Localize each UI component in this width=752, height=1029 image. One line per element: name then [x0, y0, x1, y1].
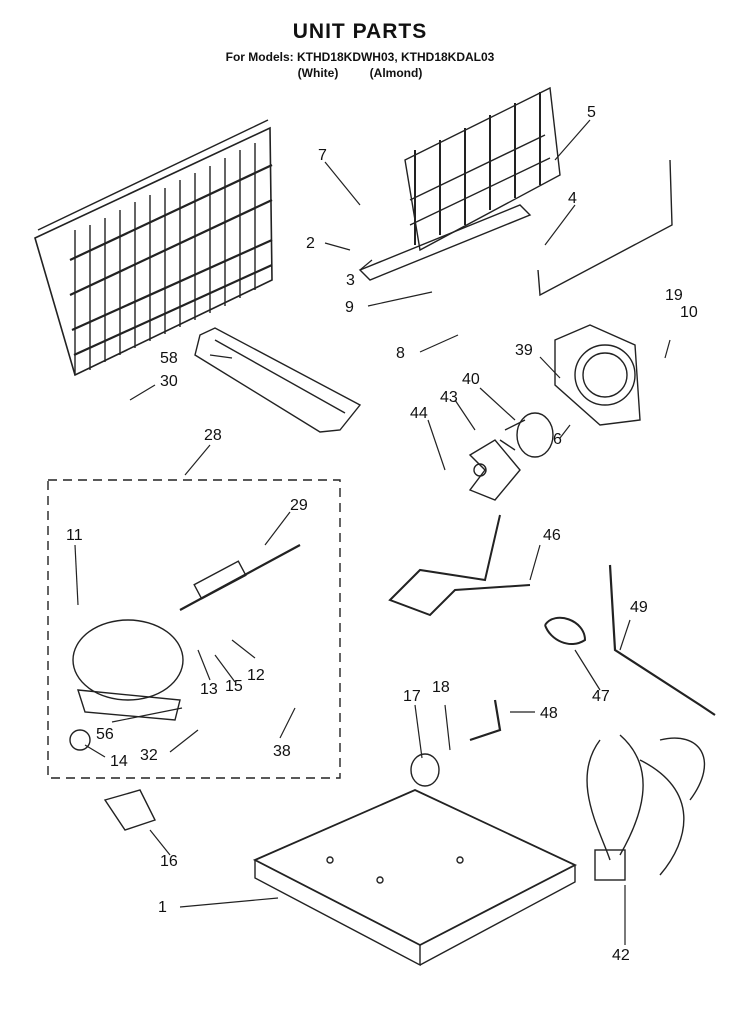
callout-43: 43	[440, 389, 458, 406]
callout-44: 44	[410, 405, 428, 422]
callout-42: 42	[612, 947, 630, 964]
callout-2: 2	[306, 235, 315, 252]
drier-tube	[179, 544, 301, 611]
callout-47: 47	[592, 688, 610, 705]
callout-40: 40	[462, 371, 480, 388]
callout-14: 14	[110, 753, 128, 770]
discharge-tube	[388, 514, 531, 617]
callout-58: 58	[160, 350, 178, 367]
page-title: UNIT PARTS	[292, 20, 428, 43]
callout-56: 56	[96, 726, 114, 743]
tube-47	[544, 616, 587, 645]
callout-48: 48	[540, 705, 558, 722]
base-frame	[252, 789, 578, 967]
callout-13: 13	[200, 681, 218, 698]
wiring-harness	[586, 734, 706, 881]
leader-lines	[74, 119, 671, 945]
callout-4: 4	[568, 190, 577, 207]
callout-46: 46	[543, 527, 561, 544]
callout-5: 5	[587, 104, 596, 121]
callout-15: 15	[225, 678, 243, 695]
tube-49	[608, 564, 716, 716]
callout-49: 49	[630, 599, 648, 616]
callout-7: 7	[318, 147, 327, 164]
condenser-coil	[34, 119, 273, 377]
callout-labels: 7 2 3 5 4 9 19 10 8 39 58 30 40 43 44 6 …	[66, 104, 698, 964]
callout-12: 12	[247, 667, 265, 684]
fan-shroud	[554, 324, 641, 426]
callout-38: 38	[273, 743, 291, 760]
variant-white: (White)	[297, 66, 339, 80]
callout-28: 28	[204, 427, 222, 444]
callout-16: 16	[160, 853, 178, 870]
callout-30: 30	[160, 373, 178, 390]
callout-39: 39	[515, 342, 533, 359]
part-16	[103, 789, 156, 831]
callout-29: 29	[290, 497, 308, 514]
evaporator-assembly	[358, 86, 561, 281]
callout-11: 11	[66, 527, 83, 544]
drain-pan	[194, 327, 362, 433]
model-numbers: For Models: KTHD18KDWH03, KTHD18KDAL03	[225, 50, 495, 64]
drier	[193, 560, 247, 600]
tube-48	[469, 699, 502, 742]
callout-8: 8	[396, 345, 405, 362]
callout-1: 1	[158, 899, 167, 916]
color-variants: (White) (Almond)	[0, 66, 720, 80]
callout-10: 10	[680, 304, 698, 321]
compressor-kit-box	[47, 479, 341, 779]
compressor	[69, 619, 184, 751]
variant-almond: (Almond)	[369, 66, 423, 80]
fan-blade	[468, 439, 521, 501]
callout-32: 32	[140, 747, 158, 764]
callout-3: 3	[346, 272, 355, 289]
fan-motor	[499, 412, 554, 458]
callout-18: 18	[432, 679, 450, 696]
callout-19: 19	[665, 287, 683, 304]
roller	[410, 753, 440, 787]
callout-17: 17	[403, 688, 421, 705]
thermostat-lead	[537, 159, 673, 297]
callout-9: 9	[345, 299, 354, 316]
callout-6: 6	[553, 431, 562, 448]
